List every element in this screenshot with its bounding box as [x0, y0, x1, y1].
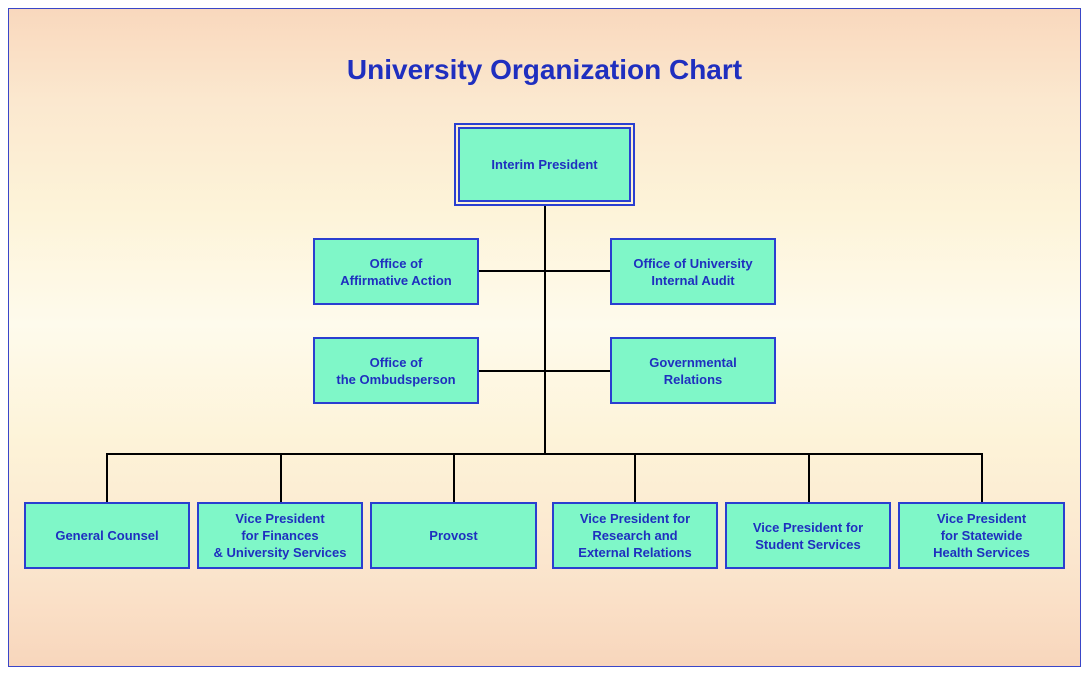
node-vp-finances: Vice President for Finances & University…: [197, 502, 363, 569]
connector-president-trunk: [544, 206, 546, 455]
connector-row1-horizontal: [478, 270, 611, 272]
chart-title: University Organization Chart: [346, 54, 743, 85]
connector-drop-vp-student: [808, 453, 810, 502]
node-internal-audit: Office of University Internal Audit: [610, 238, 776, 305]
connector-drop-provost: [453, 453, 455, 502]
node-vp-student: Vice President for Student Services: [725, 502, 891, 569]
node-vp-health: Vice President for Statewide Health Serv…: [898, 502, 1065, 569]
node-affirmative-action: Office of Affirmative Action: [313, 238, 479, 305]
node-provost: Provost: [370, 502, 537, 569]
connector-drop-vp-health: [981, 453, 983, 502]
node-interim-president: Interim President: [454, 123, 635, 206]
connector-drop-vp-finances: [280, 453, 282, 502]
node-governmental-relations: Governmental Relations: [610, 337, 776, 404]
node-general-counsel: General Counsel: [24, 502, 190, 569]
connector-drop-general-counsel: [106, 453, 108, 502]
connector-row2-horizontal: [478, 370, 611, 372]
node-ombudsperson: Office of the Ombudsperson: [313, 337, 479, 404]
connector-bottom-bus: [106, 453, 983, 455]
node-vp-research: Vice President for Research and External…: [552, 502, 718, 569]
connector-drop-vp-research: [634, 453, 636, 502]
